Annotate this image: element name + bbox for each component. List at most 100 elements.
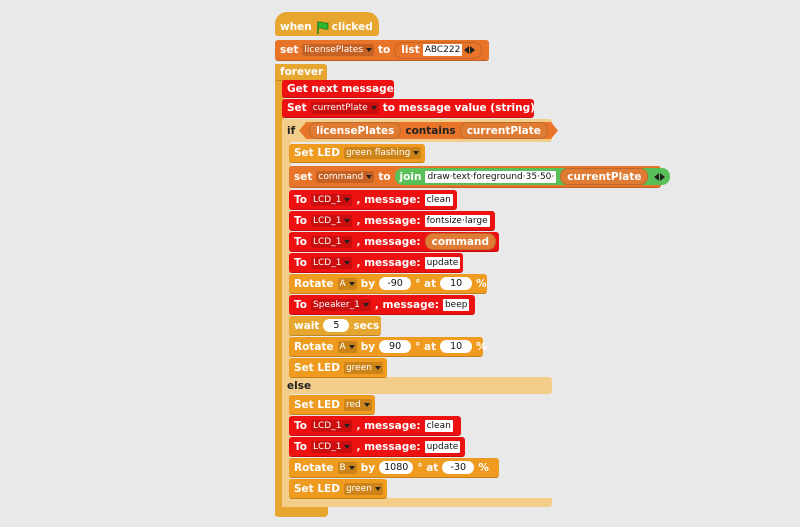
chevron-down-icon [413,151,420,155]
message-label: , message: [356,214,421,227]
set-command-block[interactable]: set command to join draw·text·foreground… [289,166,671,188]
led-color-dropdown[interactable]: green [343,361,383,374]
license-plates-reporter[interactable]: licensePlates [309,122,401,139]
contains-predicate[interactable]: licensePlates contains currentPlate [299,122,558,139]
command-var-dropdown[interactable]: command [316,170,375,183]
set-led-block[interactable]: Set LED green flashing [289,144,425,163]
else-bar[interactable] [282,377,552,394]
chevron-down-icon [348,344,355,349]
if-arm [282,119,291,507]
set-label: set [294,170,313,183]
lcd-device-dropdown[interactable]: LCD_1 [310,235,353,248]
list-arrows-icon[interactable] [464,46,476,54]
forever-block[interactable]: forever [275,64,327,81]
lcd-device-dropdown[interactable]: LCD_1 [310,193,353,206]
lcd-message-block-command[interactable]: To LCD_1 , message: command [289,232,499,252]
lcd-message-block-clean[interactable]: To LCD_1 , message: clean [289,416,461,436]
message-input[interactable]: fontsize·large [424,214,490,227]
lcd-device-dropdown[interactable]: LCD_1 [310,214,353,227]
get-next-message-block[interactable]: Get next message [282,80,394,98]
by-label: by [360,277,376,290]
to-label: To [294,256,307,269]
set-led-label: Set LED [294,398,340,411]
motor-dropdown[interactable]: B [337,461,357,474]
motor-dropdown[interactable]: A [337,277,357,290]
current-plate-var-dropdown[interactable]: currentPlate [310,102,379,114]
lcd-device-dropdown[interactable]: LCD_1 [310,440,353,453]
percent-label: % [476,277,487,290]
lcd-message-block-clean[interactable]: To LCD_1 , message: clean [289,190,457,210]
lcd-message-block-update[interactable]: To LCD_1 , message: update [289,437,465,457]
rotate-motor-block[interactable]: Rotate A by 90 ° at 10 % [289,337,487,357]
speed-input[interactable]: -30 [442,461,475,474]
wait-seconds-input[interactable]: 5 [323,319,350,332]
set-led-block[interactable]: Set LED green [289,358,387,378]
set-current-plate-block[interactable]: Set currentPlate to message value (strin… [282,99,535,118]
message-input[interactable]: update [424,440,461,453]
to-label: to [378,44,391,56]
get-next-message-label: Get next message [287,82,394,95]
wait-secs-block[interactable]: wait 5 secs [289,316,381,336]
message-input[interactable]: update [424,256,461,269]
lcd-device-dropdown[interactable]: LCD_1 [310,256,353,269]
join-reporter[interactable]: join draw·text·foreground·35·50· current… [394,168,671,185]
message-label: , message: [356,235,421,248]
speaker-message-block[interactable]: To Speaker_1 , message: beep [289,295,475,315]
set-led-label: Set LED [294,361,340,374]
current-plate-reporter[interactable]: currentPlate [460,122,548,139]
if-header[interactable]: if licensePlates contains currentPlate [284,121,561,140]
chevron-down-icon [344,423,351,428]
degrees-input[interactable]: 90 [379,340,412,353]
rotate-motor-block[interactable]: Rotate A by -90 ° at 10 % [289,274,487,294]
message-label: , message: [356,193,421,206]
speed-input[interactable]: 10 [440,277,473,290]
else-label: else [287,379,312,392]
list-label: list [401,44,420,56]
at-label: ° at [417,461,439,474]
message-input[interactable]: beep [442,298,470,311]
current-plate-reporter[interactable]: currentPlate [560,168,649,185]
when-flag-clicked-block[interactable]: when clicked [275,18,379,36]
chevron-down-icon [348,281,355,286]
rotate-label: Rotate [294,461,334,474]
to-label: To [294,419,307,432]
lcd-device-dropdown[interactable]: LCD_1 [310,419,353,432]
message-input[interactable]: clean [424,419,453,432]
list-item-input[interactable]: ABC222 [422,44,463,56]
license-plates-var-dropdown[interactable]: licensePlates [302,44,375,56]
chevron-down-icon [344,197,351,202]
led-color-dropdown[interactable]: green [343,482,383,495]
speaker-device-dropdown[interactable]: Speaker_1 [310,298,371,311]
at-label: ° at [415,277,437,290]
rotate-motor-block[interactable]: Rotate B by 1080 ° at -30 % [289,458,499,478]
chevron-down-icon [344,444,351,449]
to-label: to [378,170,391,183]
message-input[interactable]: clean [424,193,453,206]
to-label: To [294,193,307,206]
set-license-plates-block[interactable]: set licensePlates to list ABC222 [275,40,489,61]
lcd-message-block-fontsize[interactable]: To LCD_1 , message: fontsize·large [289,211,495,231]
join-arrows-icon[interactable] [654,172,666,181]
green-flag-icon [316,21,329,34]
else-header: else [284,377,314,394]
degrees-input[interactable]: -90 [379,277,412,290]
chevron-down-icon [348,465,355,470]
join-text-input[interactable]: draw·text·foreground·35·50· [425,170,557,183]
set-led-block[interactable]: Set LED red [289,395,375,415]
contains-label: contains [405,124,456,137]
set-led-block[interactable]: Set LED green [289,479,387,499]
motor-dropdown[interactable]: A [337,340,357,353]
led-color-dropdown[interactable]: red [343,398,372,411]
set-label: set [280,44,299,56]
led-color-dropdown[interactable]: green flashing [343,147,422,159]
lcd-message-block-update[interactable]: To LCD_1 , message: update [289,253,463,273]
rotate-label: Rotate [294,340,334,353]
if-label: if [287,124,296,137]
list-reporter[interactable]: list ABC222 [394,41,483,59]
secs-label: secs [353,319,380,332]
wait-label: wait [294,319,320,332]
set-led-label: Set LED [294,147,340,159]
speed-input[interactable]: 10 [440,340,473,353]
command-reporter[interactable]: command [424,233,496,250]
degrees-input[interactable]: 1080 [379,461,414,474]
